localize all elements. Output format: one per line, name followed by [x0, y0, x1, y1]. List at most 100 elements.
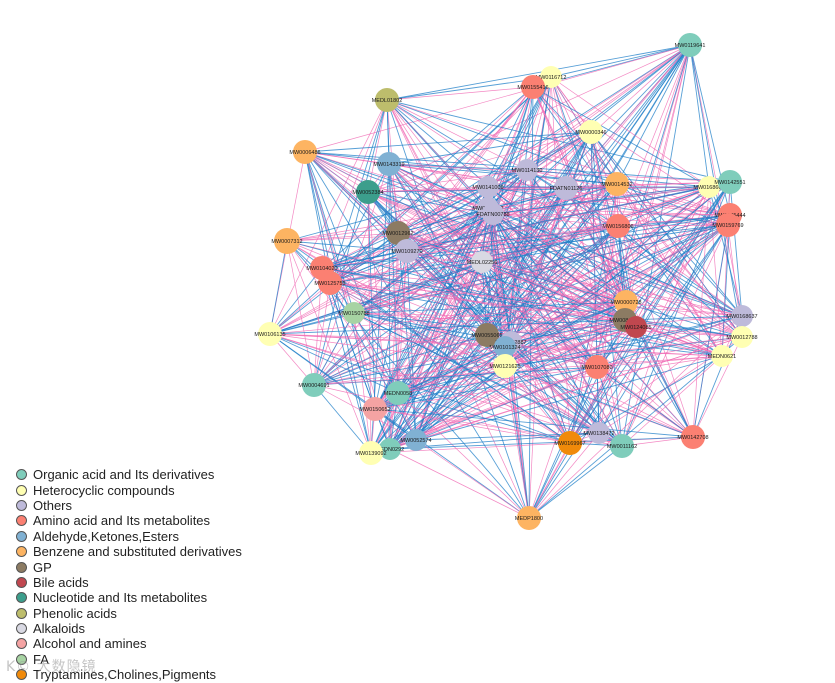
- node-circle[interactable]: [482, 203, 504, 225]
- network-node[interactable]: MW0150788: [338, 302, 370, 324]
- network-node[interactable]: MEDN0292: [376, 438, 404, 460]
- positive-correlation-edge: [550, 76, 623, 447]
- node-circle[interactable]: [678, 33, 702, 57]
- node-circle[interactable]: [363, 397, 387, 421]
- node-circle[interactable]: [610, 434, 634, 458]
- network-node[interactable]: MEDP1800: [515, 506, 543, 530]
- network-node[interactable]: MW0114130: [512, 159, 543, 181]
- node-circle[interactable]: [375, 88, 399, 112]
- node-circle[interactable]: [698, 176, 720, 198]
- node-circle[interactable]: [293, 140, 317, 164]
- network-node[interactable]: MW0143319: [373, 152, 405, 176]
- node-circle[interactable]: [625, 316, 647, 338]
- node-circle[interactable]: [731, 305, 753, 327]
- node-circle[interactable]: [716, 213, 740, 237]
- node-circle[interactable]: [386, 221, 410, 245]
- network-node[interactable]: MW0155416: [517, 75, 549, 99]
- node-circle[interactable]: [343, 302, 365, 324]
- network-node[interactable]: MW0141009: [472, 176, 504, 198]
- network-node[interactable]: MW0052574: [400, 429, 432, 451]
- node-circle[interactable]: [302, 373, 326, 397]
- node-circle[interactable]: [359, 441, 383, 465]
- network-node[interactable]: MW0168607: [693, 176, 725, 198]
- network-node[interactable]: MW0124085: [620, 316, 652, 338]
- network-node[interactable]: MW0109270: [391, 239, 423, 263]
- node-circle[interactable]: [681, 425, 705, 449]
- node-circle[interactable]: [477, 176, 499, 198]
- network-node[interactable]: MW0119641: [675, 33, 706, 57]
- negative-correlation-edge: [269, 333, 399, 394]
- node-circle[interactable]: [405, 429, 427, 451]
- node-circle[interactable]: [517, 506, 541, 530]
- network-node[interactable]: MW0150652: [359, 397, 391, 421]
- network-node[interactable]: MW0169967: [554, 431, 586, 455]
- network-node[interactable]: MW0142551: [714, 170, 746, 194]
- negative-correlation-edge: [367, 191, 512, 343]
- node-circle[interactable]: [540, 66, 562, 88]
- node-circle[interactable]: [554, 176, 578, 200]
- node-circle[interactable]: [356, 180, 380, 204]
- network-node[interactable]: MW0012962: [382, 221, 414, 245]
- node-circle[interactable]: [558, 431, 582, 455]
- node-circle[interactable]: [475, 323, 499, 347]
- network-node[interactable]: MW0156806: [602, 214, 634, 238]
- node-circle[interactable]: [516, 159, 538, 181]
- legend-swatch: [16, 607, 27, 619]
- positive-correlation-edge: [616, 183, 723, 357]
- positive-correlation-edge: [590, 131, 723, 357]
- node-circle[interactable]: [614, 290, 638, 314]
- node-circle[interactable]: [711, 345, 733, 367]
- network-node[interactable]: MW0006486: [289, 140, 321, 164]
- positive-correlation-edge: [406, 44, 691, 252]
- node-circle[interactable]: [493, 354, 517, 378]
- network-node[interactable]: MW0101324: [489, 336, 521, 358]
- network-node[interactable]: MW0014532: [601, 172, 633, 196]
- node-circle[interactable]: [585, 355, 609, 379]
- network-node[interactable]: MW0107080: [581, 355, 613, 379]
- node-circle[interactable]: [579, 120, 603, 144]
- network-node[interactable]: MW0000346: [575, 120, 607, 144]
- network-node[interactable]: MW0116712: [536, 66, 567, 88]
- network-node[interactable]: MW0139092: [355, 441, 387, 465]
- network-node[interactable]: MW0106135: [254, 322, 286, 346]
- network-node[interactable]: MEDL01802: [372, 88, 403, 112]
- network-node[interactable]: MW0004691: [298, 373, 330, 397]
- network-node[interactable]: MW0055065: [471, 323, 503, 347]
- network-node[interactable]: MEDN0621: [708, 345, 736, 367]
- node-circle[interactable]: [377, 152, 401, 176]
- node-circle[interactable]: [494, 336, 516, 358]
- network-node[interactable]: MW0125755: [314, 271, 346, 295]
- network-node[interactable]: FDATN00788: [476, 203, 510, 225]
- legend-swatch: [16, 561, 27, 573]
- network-node[interactable]: MW0011162: [607, 434, 637, 458]
- network-node[interactable]: MW0159769: [712, 213, 744, 237]
- node-circle[interactable]: [379, 438, 401, 460]
- network-node[interactable]: MW0012788: [726, 326, 758, 348]
- node-circle[interactable]: [521, 75, 545, 99]
- network-node[interactable]: FDATN01126: [550, 176, 583, 200]
- network-node[interactable]: MW0000728: [610, 290, 642, 314]
- node-circle[interactable]: [318, 271, 342, 295]
- node-circle[interactable]: [471, 251, 493, 273]
- network-node[interactable]: MW0007312: [271, 228, 303, 254]
- node-circle[interactable]: [606, 214, 630, 238]
- network-node[interactable]: MW0138472: [583, 422, 615, 444]
- network-node[interactable]: MEDL02256: [467, 251, 498, 273]
- node-circle[interactable]: [395, 239, 419, 263]
- node-circle[interactable]: [258, 322, 282, 346]
- negative-correlation-edge: [528, 336, 743, 519]
- positive-correlation-edge: [481, 225, 619, 263]
- node-circle[interactable]: [386, 381, 410, 405]
- node-circle[interactable]: [731, 326, 753, 348]
- node-circle[interactable]: [605, 172, 629, 196]
- network-node[interactable]: MEDN0058: [384, 381, 412, 405]
- network-node[interactable]: MW0168637: [726, 305, 758, 327]
- legend-label: GP: [33, 559, 52, 575]
- node-circle[interactable]: [718, 170, 742, 194]
- network-node[interactable]: MW0121625: [489, 354, 521, 378]
- network-node[interactable]: MW0142708: [677, 425, 709, 449]
- node-circle[interactable]: [588, 422, 610, 444]
- positive-correlation-edge: [286, 240, 623, 447]
- network-node[interactable]: MW0052384: [352, 180, 384, 204]
- node-circle[interactable]: [274, 228, 300, 254]
